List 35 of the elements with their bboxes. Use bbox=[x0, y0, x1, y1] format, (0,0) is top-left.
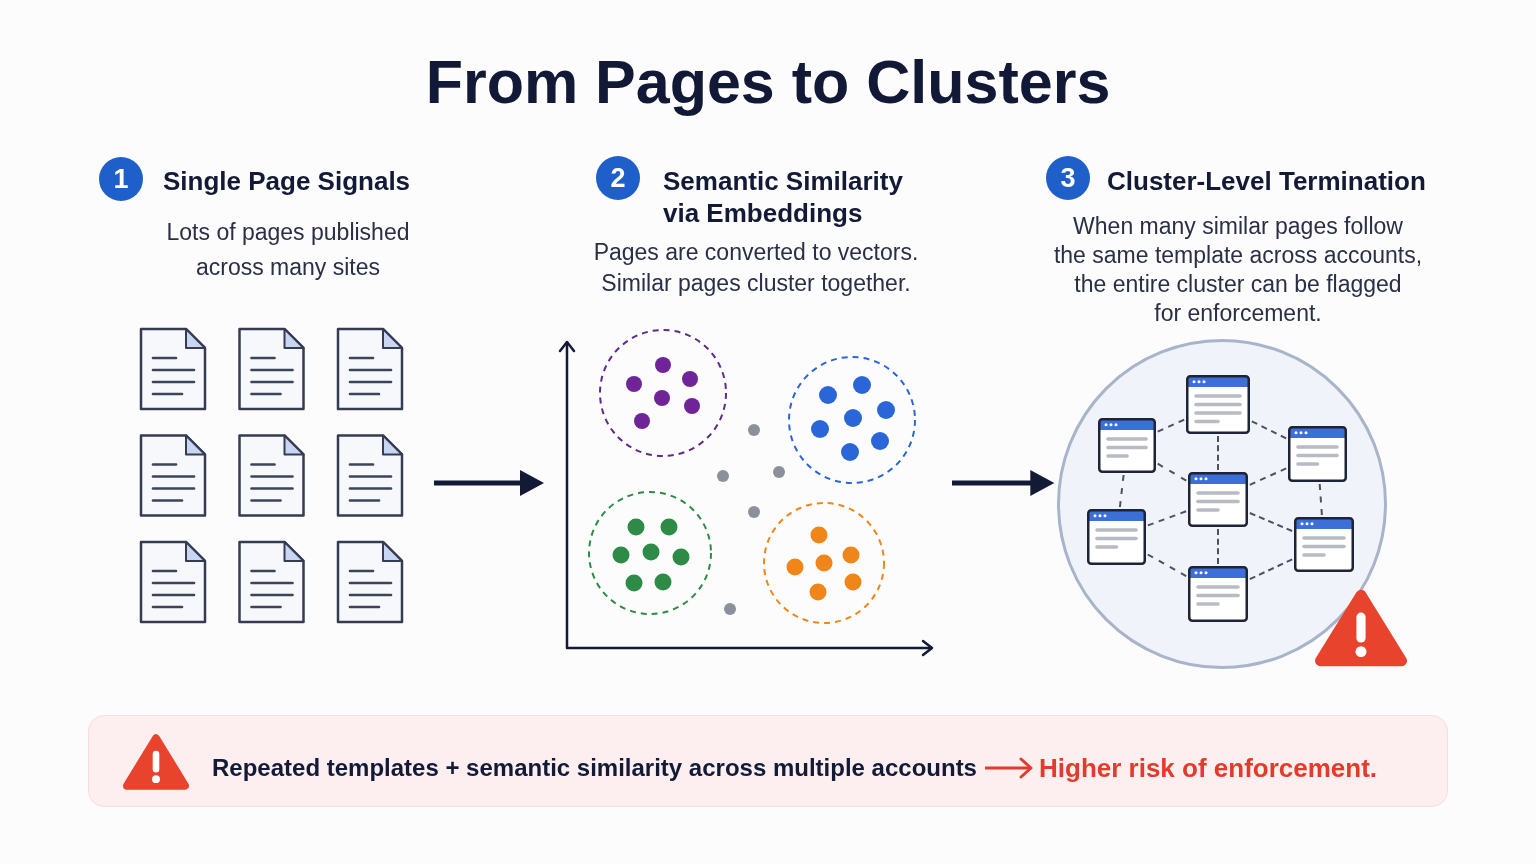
arrow bbox=[434, 470, 544, 496]
dashed-connector bbox=[1248, 467, 1288, 486]
step-description: When many similar pages follow the same template across accounts, the entire cluster can be flagged for enforcement. bbox=[1052, 212, 1424, 328]
dashed-connector bbox=[1250, 420, 1288, 440]
browser-window-icon bbox=[1288, 426, 1347, 482]
browser-window-icon bbox=[1294, 517, 1354, 572]
dashed-connector bbox=[1156, 462, 1188, 482]
warning-text: Repeated templates + semantic similarity across multiple accounts bbox=[212, 753, 977, 783]
dashed-connector bbox=[1146, 553, 1188, 578]
consequence-text: Higher risk of enforcement. bbox=[1039, 753, 1378, 783]
step-heading: Single Page Signals bbox=[163, 165, 412, 197]
dashed-connector bbox=[1118, 474, 1125, 508]
browser-window-icon bbox=[1188, 566, 1248, 622]
step-description: Pages are converted to vectors. Similar pages cluster together. bbox=[592, 238, 920, 298]
number-badge: 1 bbox=[99, 157, 143, 201]
step-heading: Semantic Similarity via Embeddings bbox=[663, 165, 904, 229]
dashed-connector bbox=[1318, 483, 1323, 516]
step-heading: Cluster-Level Termination bbox=[1107, 165, 1427, 197]
browser-window-icon bbox=[1188, 472, 1248, 527]
browser-window-icon bbox=[1087, 509, 1146, 565]
dashed-connector bbox=[1217, 435, 1219, 471]
step-description: Lots of pages published across many sites bbox=[165, 218, 411, 282]
number-badge: 3 bbox=[1046, 156, 1090, 200]
arrow bbox=[952, 470, 1055, 496]
dashed-connector bbox=[1146, 510, 1188, 527]
dashed-connector bbox=[1156, 418, 1186, 433]
arrow bbox=[985, 757, 1033, 779]
dashed-connector bbox=[1248, 558, 1294, 581]
alert-banner bbox=[88, 715, 1448, 807]
number-badge: 2 bbox=[596, 156, 640, 200]
dashed-connector bbox=[1217, 528, 1219, 565]
dashed-connector bbox=[1248, 512, 1294, 532]
title: From Pages to Clusters bbox=[424, 47, 1112, 117]
browser-window-icon bbox=[1098, 418, 1156, 473]
browser-window-icon bbox=[1186, 375, 1250, 434]
